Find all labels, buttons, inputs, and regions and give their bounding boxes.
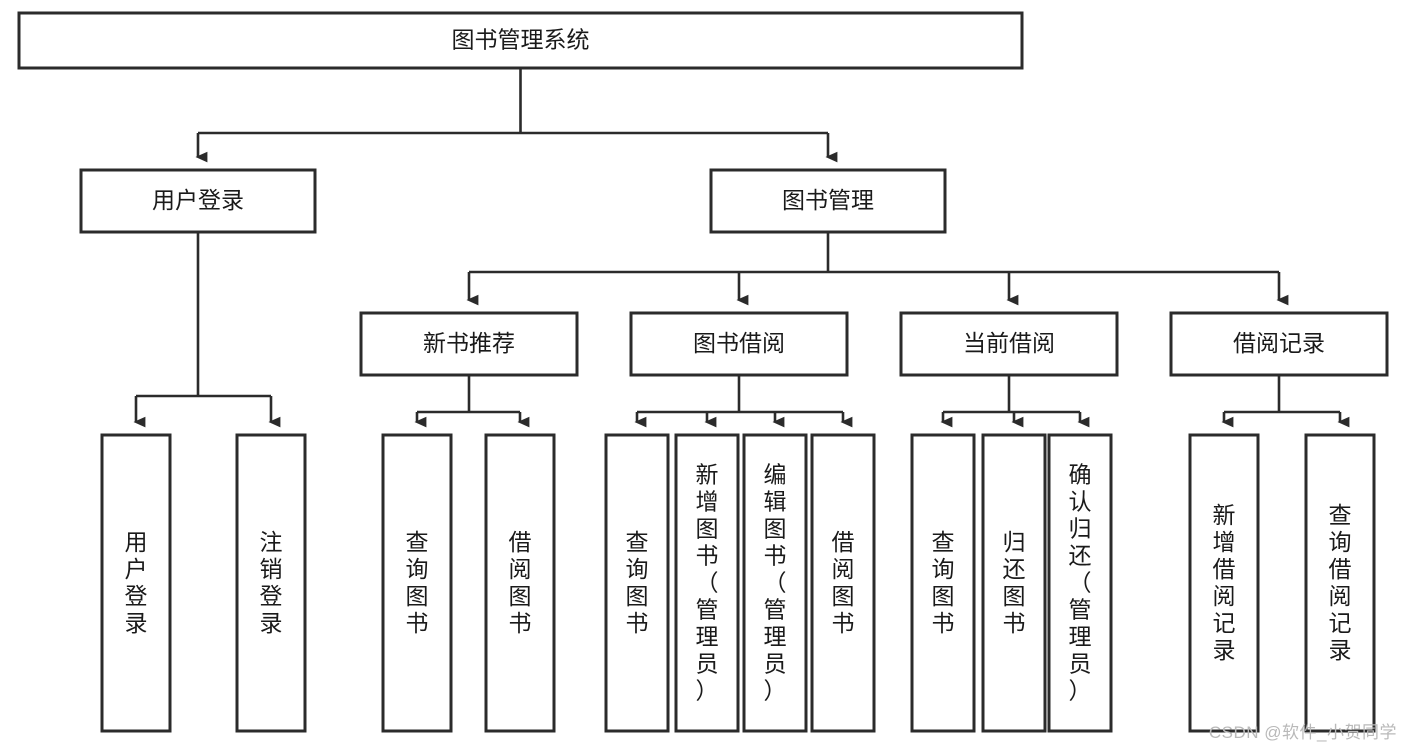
- leaf-4-查询图书[interactable]: 查询图书: [604, 433, 670, 733]
- node-label: 编辑图书（管理员）: [764, 462, 787, 704]
- node-level3-当前借阅[interactable]: 当前借阅: [899, 311, 1119, 377]
- node-layer: 图书管理系统用户登录图书管理新书推荐图书借阅当前借阅借阅记录用户登录注销登录查询…: [17, 11, 1389, 733]
- leaf-11-新增借阅记录[interactable]: 新增借阅记录: [1188, 433, 1260, 733]
- node-label: 新书推荐: [423, 330, 515, 356]
- node-label: 借阅记录: [1233, 330, 1325, 356]
- node-label: 查询图书: [932, 529, 955, 636]
- node-label: 图书管理系统: [452, 27, 590, 53]
- node-label: 查询图书: [406, 529, 429, 636]
- leaf-8-查询图书[interactable]: 查询图书: [910, 433, 976, 733]
- leaf-6-编辑图书管理员[interactable]: 编辑图书（管理员）: [742, 433, 808, 733]
- leaf-1-注销登录[interactable]: 注销登录: [235, 433, 307, 733]
- node-label: 图书管理: [782, 187, 874, 213]
- node-level3-图书借阅[interactable]: 图书借阅: [629, 311, 849, 377]
- node-level3-借阅记录[interactable]: 借阅记录: [1169, 311, 1389, 377]
- node-label: 借阅图书: [832, 529, 855, 636]
- node-label: 查询借阅记录: [1329, 502, 1352, 663]
- node-root-图书管理系统[interactable]: 图书管理系统: [17, 11, 1024, 70]
- leaf-12-查询借阅记录[interactable]: 查询借阅记录: [1304, 433, 1376, 733]
- leaf-5-新增图书管理员[interactable]: 新增图书（管理员）: [674, 433, 740, 733]
- node-level3-新书推荐[interactable]: 新书推荐: [359, 311, 579, 377]
- leaf-9-归还图书[interactable]: 归还图书: [981, 433, 1047, 733]
- csdn-watermark: CSDN @软件_小贺同学: [1208, 723, 1397, 742]
- node-label: 当前借阅: [963, 330, 1055, 356]
- node-level2-图书管理[interactable]: 图书管理: [709, 168, 947, 234]
- leaf-0-用户登录[interactable]: 用户登录: [100, 433, 172, 733]
- edge-layer: [133, 68, 1350, 428]
- node-label: 查询图书: [626, 529, 649, 636]
- leaf-10-确认归还管理员[interactable]: 确认归还（管理员）: [1047, 433, 1113, 733]
- leaf-7-借阅图书[interactable]: 借阅图书: [810, 433, 876, 733]
- node-label: 确认归还（管理员）: [1069, 462, 1092, 704]
- node-label: 用户登录: [125, 529, 148, 636]
- node-label: 归还图书: [1003, 529, 1026, 636]
- node-label: 用户登录: [152, 187, 244, 213]
- leaf-3-借阅图书[interactable]: 借阅图书: [484, 433, 556, 733]
- node-label: 新增借阅记录: [1213, 502, 1236, 663]
- node-label: 注销登录: [260, 529, 283, 636]
- node-level2-用户登录[interactable]: 用户登录: [79, 168, 317, 234]
- node-label: 图书借阅: [693, 330, 785, 356]
- node-label: 借阅图书: [509, 529, 532, 636]
- leaf-2-查询图书[interactable]: 查询图书: [381, 433, 453, 733]
- node-label: 新增图书（管理员）: [696, 462, 719, 704]
